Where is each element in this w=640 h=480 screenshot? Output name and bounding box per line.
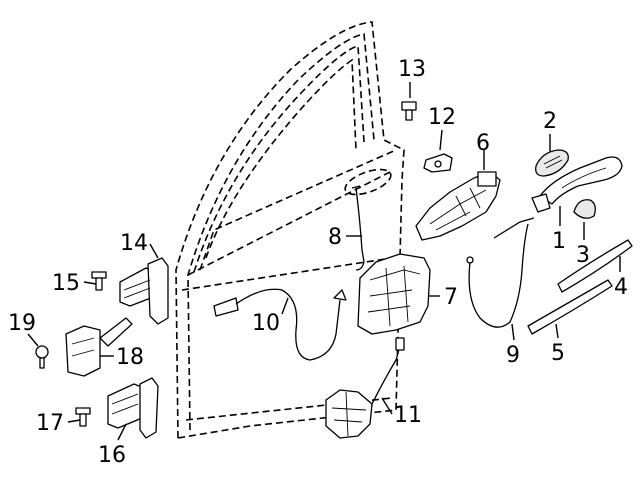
outside-door-handle	[531, 156, 623, 213]
release-cable	[466, 217, 535, 328]
callout-1: 1	[552, 229, 566, 254]
handle-cap	[535, 149, 569, 177]
callout-11: 11	[394, 403, 422, 428]
callout-2: 2	[543, 109, 557, 134]
lower-trim-strip	[527, 279, 613, 335]
callout-18: 18	[116, 345, 144, 370]
callout-8: 8	[328, 225, 342, 250]
lock-rod	[351, 185, 365, 271]
callout-16: 16	[98, 443, 126, 468]
callout-labels: 1 2 3 4 5 6 7 8 9 10 11 12 13 14 15 16 1…	[8, 57, 628, 468]
handle-small-cap	[573, 199, 596, 219]
callout-3: 3	[576, 243, 590, 268]
callout-5: 5	[551, 341, 565, 366]
callout-4: 4	[614, 275, 628, 300]
callout-12: 12	[428, 105, 456, 130]
handle-carrier	[415, 171, 501, 241]
callout-17: 17	[36, 411, 64, 436]
callout-7: 7	[444, 285, 458, 310]
door-check-bolt	[35, 345, 49, 369]
striker-bolt	[401, 101, 417, 121]
door-outline	[175, 21, 405, 439]
leader-lines	[27, 82, 621, 441]
door-striker	[423, 153, 453, 173]
door-check	[65, 317, 133, 377]
inside-handle-cable	[213, 288, 347, 361]
callout-14: 14	[120, 231, 148, 256]
callout-6: 6	[476, 131, 490, 156]
hinge-bolt-upper	[91, 271, 107, 291]
lower-hinge	[107, 377, 159, 439]
callout-15: 15	[52, 271, 80, 296]
door-latch	[357, 253, 431, 335]
callout-19: 19	[8, 311, 36, 336]
callout-9: 9	[506, 343, 520, 368]
upper-trim-strip	[557, 239, 633, 293]
lock-actuator	[325, 337, 405, 439]
callout-13: 13	[398, 57, 426, 82]
hinge-bolt-lower	[75, 407, 91, 427]
callout-10: 10	[252, 311, 280, 336]
upper-hinge	[119, 257, 169, 325]
